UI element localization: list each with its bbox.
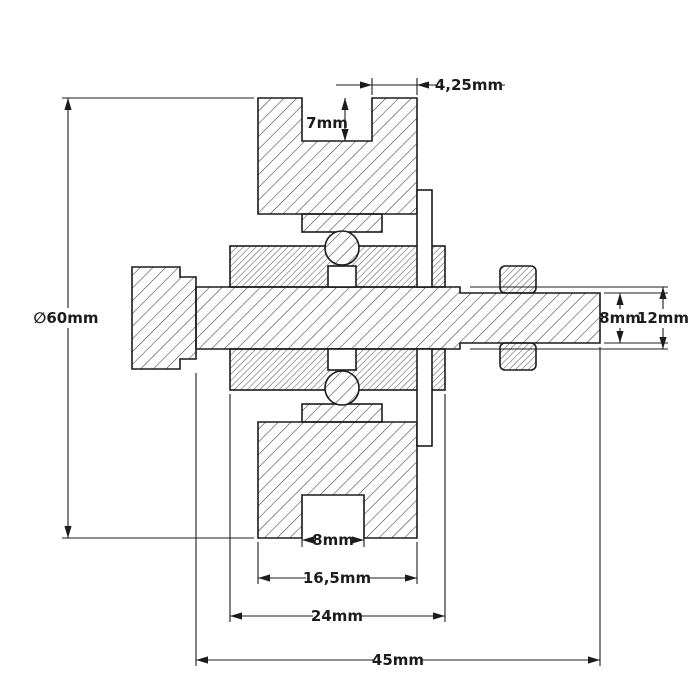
part-geometry bbox=[131, 97, 601, 539]
dimension-graphics: 4,25mm 7mm ∅60mm 8mm 12mm 8mm 16,5mm 24m… bbox=[34, 75, 689, 670]
clearance-notch-bottom bbox=[327, 348, 357, 371]
dim-label-overall-length: 45mm bbox=[372, 651, 424, 669]
shaft-collar bbox=[131, 266, 197, 370]
dim-label-groove-depth: 7mm bbox=[306, 114, 348, 132]
dim-label-bottom-groove-width: 8mm bbox=[312, 531, 354, 549]
retaining-plate-bottom bbox=[416, 348, 433, 447]
pulley-rim-bottom bbox=[257, 421, 418, 539]
clearance-notch-top bbox=[327, 265, 357, 288]
bearing-outer-race-bottom bbox=[301, 403, 383, 423]
dim-label-rim-width: 16,5mm bbox=[303, 569, 371, 587]
shaft bbox=[195, 286, 601, 350]
bearing-ball-top bbox=[324, 230, 360, 266]
dim-label-shaft-diameter: 12mm bbox=[637, 309, 689, 327]
retaining-plate-top bbox=[416, 189, 433, 288]
circlip-bottom bbox=[499, 342, 537, 371]
bearing-ball-bottom bbox=[324, 370, 360, 406]
bearing-outer-race-top bbox=[301, 213, 383, 233]
dim-label-rim-wall: 4,25mm bbox=[435, 76, 503, 94]
dim-label-outer-diameter: ∅60mm bbox=[34, 309, 99, 327]
dim-label-shaft-end-diameter: 8mm bbox=[599, 309, 641, 327]
circlip-top bbox=[499, 265, 537, 294]
dim-label-hub-width: 24mm bbox=[311, 607, 363, 625]
